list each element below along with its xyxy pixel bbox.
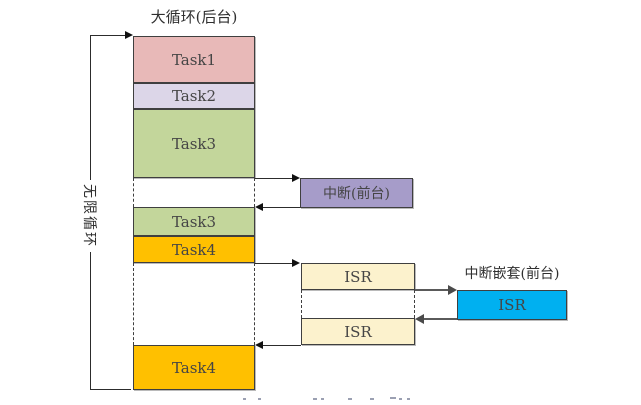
isr-box-2: ISR [301, 318, 415, 345]
isr-box-1: ISR [301, 263, 415, 290]
task4-label: Task4 [171, 240, 217, 259]
infinite-loop-top-line [90, 35, 126, 36]
task1-label: Task1 [171, 50, 217, 69]
interrupt-box: 中断(前台) [300, 178, 413, 208]
isr2-label: ISR [344, 322, 372, 341]
arrow-nested-to-isr2 [424, 318, 457, 320]
isr1-label: ISR [344, 267, 372, 286]
task4-box-resumed: Task4 [133, 345, 255, 390]
arrow-isr2-to-task4 [263, 345, 301, 346]
stack-gap2-dashed-left [133, 263, 134, 345]
stack-gap1-dashed-left [133, 178, 134, 207]
arrow-isr1-to-nested [415, 289, 449, 291]
arrow-task4-to-isr1 [255, 263, 293, 264]
arrow-task3-to-interrupt [255, 178, 293, 179]
task2-label: Task2 [171, 87, 217, 105]
arrow-nested-to-isr2-head-icon [415, 314, 424, 324]
interrupt-label: 中断(前台) [323, 186, 390, 202]
task4-box-first: Task4 [133, 236, 255, 263]
arrow-task3-to-interrupt-head-icon [292, 174, 300, 182]
task1-box: Task1 [133, 36, 255, 83]
task3-resumed-label: Task3 [171, 212, 217, 231]
loop-top-arrowhead-icon [125, 31, 133, 39]
nested-interrupt-title: 中断嵌套(前台) [464, 266, 560, 282]
stack-gap1-dashed-right [254, 178, 255, 207]
stack-gap2-dashed-right [254, 263, 255, 345]
arrow-isr2-to-task4-head-icon [255, 341, 263, 349]
nested-isr-box: ISR [457, 290, 567, 320]
task3-box-resumed: Task3 [133, 207, 255, 236]
infinite-loop-label: 无限循环 [78, 180, 102, 252]
isr-gap-dashed-right [414, 290, 415, 318]
arrow-task4-to-isr1-head-icon [292, 259, 300, 267]
task3-box-first: Task3 [133, 109, 255, 178]
arrow-isr1-to-nested-head-icon [448, 285, 457, 295]
nested-isr-label: ISR [498, 296, 526, 314]
task2-box: Task2 [133, 83, 255, 109]
arrow-interrupt-to-task3-head-icon [255, 203, 263, 211]
diagram-title: 大循环(后台) [150, 8, 238, 26]
task4-resumed-label: Task4 [171, 358, 217, 377]
infinite-loop-bottom-line [90, 389, 131, 390]
isr-gap-dashed-left [301, 290, 302, 318]
task3-label: Task3 [171, 134, 217, 153]
arrow-interrupt-to-task3 [262, 207, 300, 208]
